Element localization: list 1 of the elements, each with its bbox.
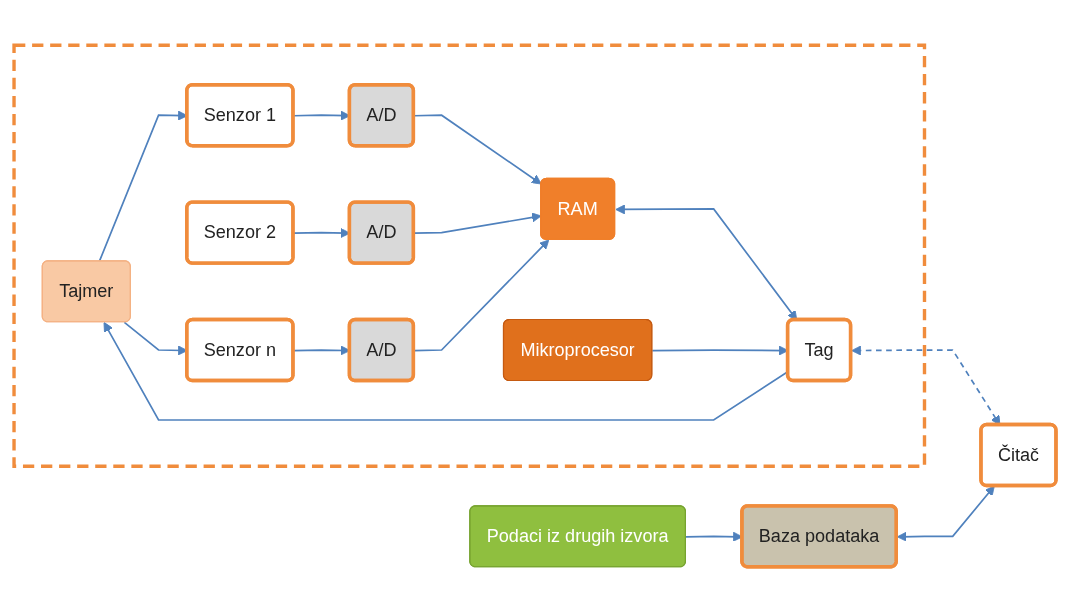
cluster [12, 43, 927, 468]
